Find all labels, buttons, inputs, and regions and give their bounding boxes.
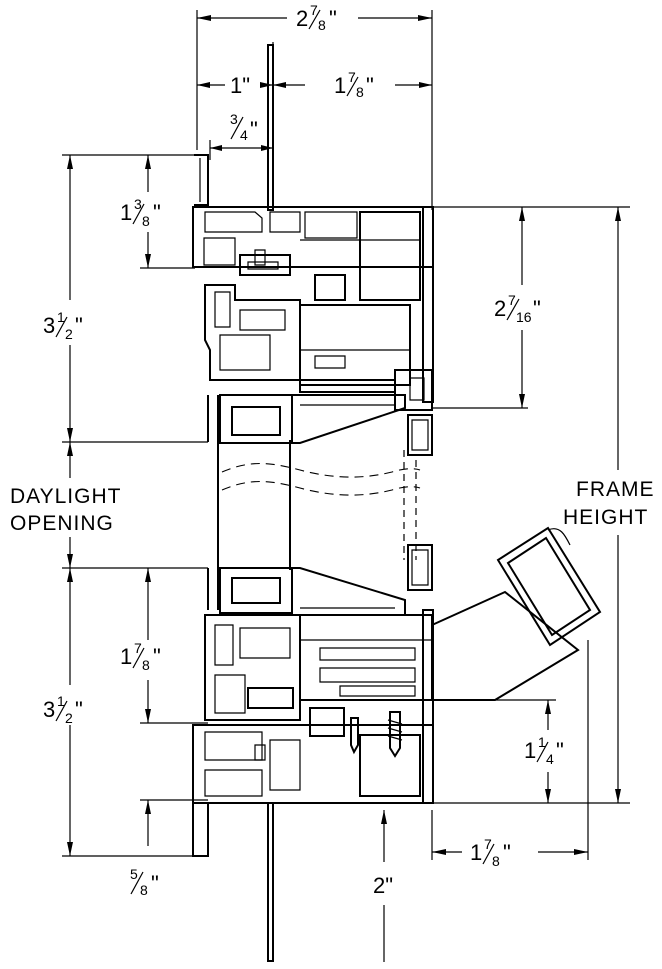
- dim-text-bottom-right: 1 7 8 ": [470, 836, 511, 869]
- svg-text:5: 5: [130, 866, 138, 882]
- svg-text:4: 4: [546, 751, 554, 767]
- dim-text-lower-side: 3 1 2 ": [43, 693, 83, 726]
- svg-text:": ": [556, 738, 564, 763]
- svg-text:7: 7: [134, 640, 142, 656]
- dim-text-head-height: 1 3 8 ": [120, 196, 161, 229]
- dim-text-sill-height: 1 7 8 ": [120, 640, 161, 673]
- svg-text:DAYLIGHT: DAYLIGHT: [10, 485, 121, 508]
- svg-text:": ": [75, 697, 83, 722]
- svg-text:": ": [153, 644, 161, 669]
- svg-text:1: 1: [538, 734, 546, 750]
- svg-text:3: 3: [230, 111, 238, 127]
- glazing: [208, 395, 420, 610]
- svg-text:1: 1: [120, 200, 132, 225]
- exterior-angle-cover: [432, 528, 600, 700]
- svg-text:2: 2: [296, 6, 308, 31]
- svg-text:": ": [329, 6, 337, 31]
- frame-height-label: FRAME HEIGHT: [563, 478, 655, 529]
- svg-text:HEIGHT: HEIGHT: [563, 506, 648, 529]
- svg-text:1: 1: [57, 309, 65, 325]
- svg-text:4: 4: [240, 127, 248, 143]
- svg-text:": ": [153, 200, 161, 225]
- svg-text:3: 3: [43, 313, 55, 338]
- svg-text:1: 1: [57, 693, 65, 709]
- svg-text:3: 3: [134, 196, 142, 212]
- dim-text-overall-width: 2 7 8 ": [296, 2, 337, 33]
- svg-text:1: 1: [524, 738, 536, 763]
- svg-text:1: 1: [120, 644, 132, 669]
- svg-text:3: 3: [43, 697, 55, 722]
- svg-text:8: 8: [142, 657, 150, 673]
- svg-text:8: 8: [318, 17, 326, 33]
- sill-frame-profile: [193, 250, 433, 961]
- svg-text:8: 8: [492, 853, 500, 869]
- svg-text:2: 2: [65, 710, 73, 726]
- dimension-lines: [62, 10, 630, 962]
- svg-text:2: 2: [494, 296, 506, 321]
- dim-text-head-right: 2 7 16 ": [494, 292, 541, 325]
- svg-text:": ": [366, 73, 374, 98]
- dim-text-bottom-mid: 2": [373, 873, 393, 898]
- dim-text-inner-width: 3 4 ": [230, 111, 258, 143]
- dim-text-left-width: 1": [230, 73, 250, 98]
- svg-text:FRAME: FRAME: [576, 478, 655, 501]
- svg-text:1: 1: [470, 840, 482, 865]
- svg-text:": ": [533, 296, 541, 321]
- svg-text:8: 8: [356, 84, 364, 100]
- svg-text:8: 8: [142, 213, 150, 229]
- svg-text:1: 1: [334, 73, 346, 98]
- svg-text:7: 7: [508, 292, 516, 308]
- dim-text-sill-right: 1 1 4 ": [524, 734, 564, 767]
- svg-text:7: 7: [310, 2, 318, 18]
- dim-text-right-width: 1 7 8 ": [334, 69, 374, 100]
- svg-text:": ": [503, 840, 511, 865]
- daylight-opening-label: DAYLIGHT OPENING: [10, 485, 121, 535]
- svg-text:": ": [250, 117, 258, 142]
- svg-text:7: 7: [348, 69, 356, 85]
- svg-text:": ": [151, 871, 159, 896]
- svg-text:16: 16: [516, 309, 532, 325]
- svg-text:8: 8: [140, 882, 148, 898]
- svg-text:OPENING: OPENING: [10, 512, 114, 535]
- dim-text-bottom-left: 5 8 ": [130, 866, 159, 898]
- svg-text:2: 2: [65, 326, 73, 342]
- svg-text:": ": [75, 313, 83, 338]
- svg-text:7: 7: [484, 836, 492, 852]
- head-frame-profile: [193, 45, 433, 455]
- dim-text-upper-side: 3 1 2 ": [43, 309, 83, 342]
